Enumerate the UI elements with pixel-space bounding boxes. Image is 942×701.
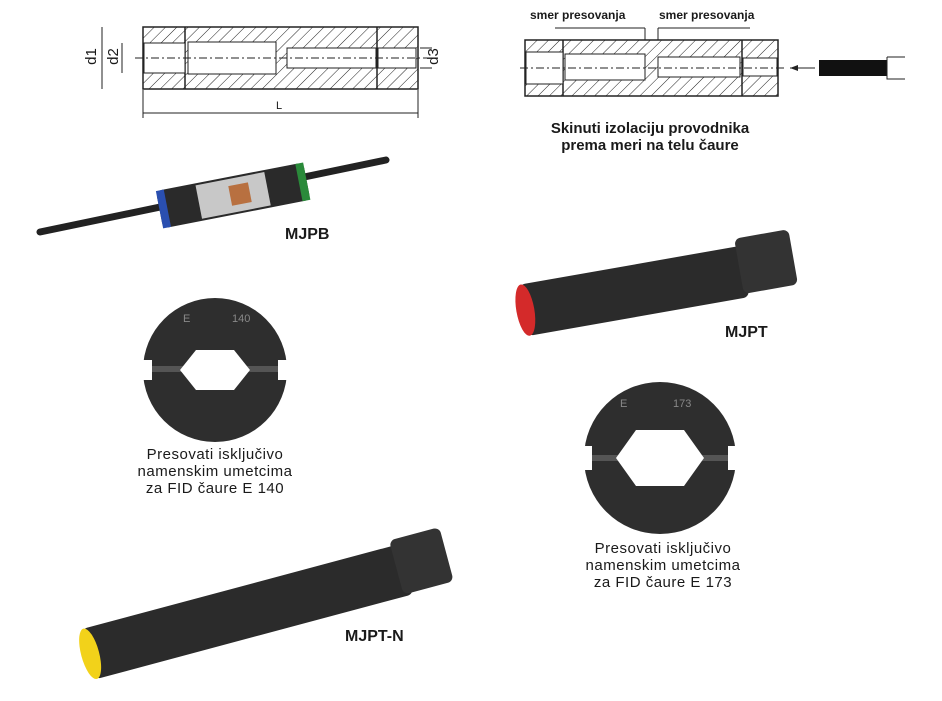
product-label-mjpt: MJPT [725,324,768,341]
caption-line: prema meri na telu čaure [561,137,739,154]
dimension-d3: d3 [424,48,442,65]
drawing-right [520,27,905,97]
die-e140-caption: Presovati isključivo namenskim umetcima … [120,446,310,497]
product-label-mjpb: MJPB [285,226,330,243]
die-e173-caption: Presovati isključivo namenskim umetcima … [568,540,758,591]
caption-line: za FID čaure E 140 [145,480,285,497]
cable-core [819,60,887,76]
die-size: 140 [232,313,251,325]
dimension-d1: d1 [82,48,100,65]
dimension-d2: d2 [104,48,122,65]
dimension-length: L [276,100,283,112]
die-marking: E [620,398,628,410]
die-size: 173 [673,398,692,410]
direction-label-left: smer presovanja [530,8,626,22]
caption-line: namenskim umetcima [137,463,293,480]
caption-line: Presovati isključivo [594,540,732,557]
mjpb-photo [36,156,390,236]
direction-label-right: smer presovanja [659,8,755,22]
caption-line: Presovati isključivo [146,446,284,463]
mjpt-photo [515,230,798,336]
caption-line: namenskim umetcima [585,557,741,574]
caption-line: Skinuti izolaciju provodnika [550,120,750,137]
die-marking: E [183,313,191,325]
caption-line: za FID čaure E 173 [593,574,733,591]
mjpt-n-photo [79,528,453,680]
product-label-mjpt-n: MJPT-N [345,628,404,645]
drawing-left [101,26,432,118]
die-e140-photo [140,298,290,442]
die-e173-photo [580,382,740,534]
strip-insulation-caption: Skinuti izolaciju provodnika prema meri … [520,120,780,154]
